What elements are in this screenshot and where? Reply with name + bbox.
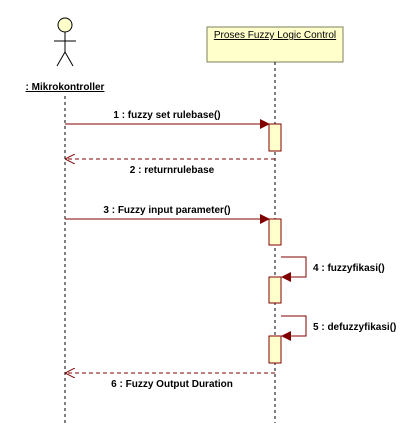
activation-bar [268,335,282,364]
actor-leg-left [56,51,66,67]
message-6-label: 6 : Fuzzy Output Duration [111,379,233,390]
activation-bar [268,123,282,152]
message-4-arrow [281,256,307,282]
message-2-label: 2 : returnrulebase [130,165,215,176]
message-5-arrow [281,315,307,341]
activation-bar [268,276,282,304]
message-1-label: 1 : fuzzy set rulebase() [113,110,220,121]
actor-leg-right [64,51,74,67]
message-4[interactable]: 4 : fuzzyfikasi() [281,256,385,282]
object-label: Proses Fuzzy Logic Control [214,30,336,41]
actor-label: : Mikrokontroller [26,82,105,93]
message-1[interactable]: 1 : fuzzy set rulebase() [65,110,270,129]
message-6[interactable]: 6 : Fuzzy Output Duration [66,373,275,390]
message-3[interactable]: 3 : Fuzzy input parameter() [65,205,270,224]
message-2[interactable]: 2 : returnrulebase [66,159,275,176]
actor-mikrokontroller[interactable]: : Mikrokontroller [26,17,105,93]
message-3-label: 3 : Fuzzy input parameter() [103,205,230,216]
object-box [206,26,344,63]
message-5-label: 5 : defuzzyfikasi() [313,322,396,333]
object-proses-fuzzy[interactable]: Proses Fuzzy Logic Control [206,26,344,63]
message-5[interactable]: 5 : defuzzyfikasi() [281,315,396,341]
actor-head-icon [57,17,73,33]
message-4-label: 4 : fuzzyfikasi() [313,263,385,274]
activation-bar [268,218,282,246]
